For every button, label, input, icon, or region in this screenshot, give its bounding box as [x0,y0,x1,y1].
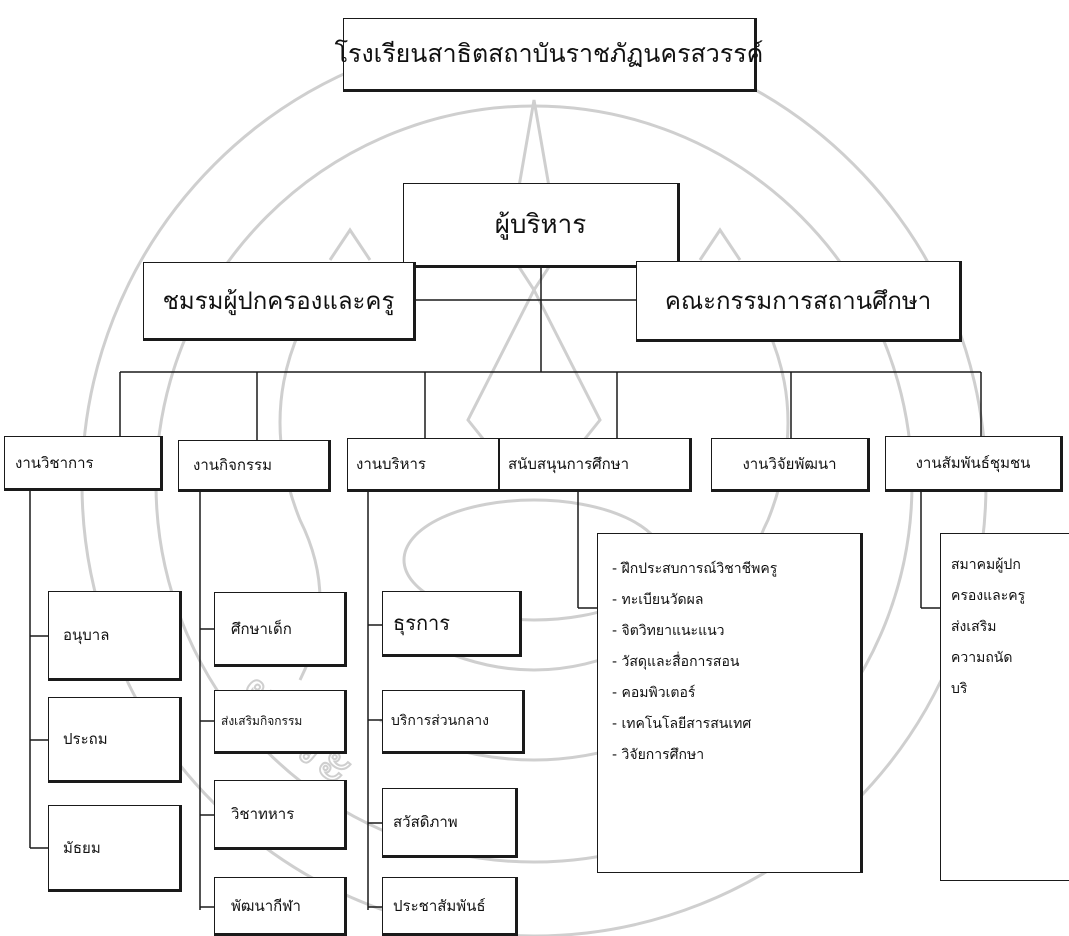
school-committee-label: คณะกรรมการสถานศึกษา [664,287,932,315]
administration-item-label: บริการส่วนกลาง [391,713,489,729]
academic-item-box: มัธยม [48,805,182,892]
academic-item-box: อนุบาล [48,591,182,681]
list-item: สมาคมผู้ปก [951,557,1021,573]
activities-item-box: ส่งเสริมกิจกรรม [214,690,347,754]
executive-label: ผู้บริหาร [494,210,587,240]
list-item: - วิจัยการศึกษา [612,747,705,763]
list-item: ครองและครู [951,588,1026,604]
academic-item-label: ประถม [63,730,108,748]
dept-community-box: งานสัมพันธ์ชุมชน [885,436,1063,492]
executive-box: ผู้บริหาร [403,183,680,268]
list-item: ความถนัด [951,650,1013,666]
school-committee-box: คณะกรรมการสถานศึกษา [636,261,962,342]
education-support-list: - ฝึกประสบการณ์วิชาชีพครู - ทะเบียนวัดผล… [597,533,863,873]
dept-research-box: งานวิจัยพัฒนา [711,438,870,492]
academic-item-box: ประถม [48,697,182,783]
activities-item-box: พัฒนากีฬา [214,877,347,936]
dept-academic-label: งานวิชาการ [15,453,94,472]
activities-item-label: ศึกษาเด็ก [231,619,292,638]
parents-club-box: ชมรมผู้ปกครองและครู [143,262,416,341]
administration-item-box: ประชาสัมพันธ์ [382,877,518,936]
dept-academic-box: งานวิชาการ [4,436,163,491]
dept-education-support-label: สนับสนุนการศึกษา [508,455,630,473]
dept-research-label: งานวิจัยพัฒนา [742,455,837,473]
dept-administration-box: งานบริหาร [347,438,501,492]
list-item: - จิตวิทยาแนะแนว [612,623,725,639]
administration-item-label: สวัสดิภาพ [393,813,458,831]
activities-item-label: พัฒนากีฬา [231,896,301,915]
activities-item-box: วิชาทหาร [214,780,347,850]
administration-item-box: สวัสดิภาพ [382,788,518,858]
activities-item-box: ศึกษาเด็ก [214,592,347,667]
list-item: - คอมพิวเตอร์ [612,685,696,701]
school-title-box: โรงเรียนสาธิตสถาบันราชภัฏนครสวรรค์ [335,18,763,92]
administration-item-label: ประชาสัมพันธ์ [393,896,486,915]
list-item: - วัสดุและสื่อการสอน [612,654,740,670]
dept-community-label: งานสัมพันธ์ชุมชน [915,454,1031,472]
list-item: บริ [951,681,968,697]
dept-activities-label: งานกิจกรรม [193,456,272,474]
list-item: ส่งเสริม [951,619,997,635]
community-list: สมาคมผู้ปก ครองและครู ส่งเสริม ความถนัด … [940,533,1069,881]
activities-item-label: วิชาทหาร [231,805,295,823]
administration-item-label: ธุรการ [393,611,451,635]
list-item: - เทคโนโลยีสารสนเทศ [612,716,752,732]
list-item: - ทะเบียนวัดผล [612,592,704,608]
dept-administration-label: งานบริหาร [356,455,426,473]
academic-item-label: มัธยม [63,838,101,857]
administration-item-box: ธุรการ [382,591,522,657]
academic-item-label: อนุบาล [63,626,110,644]
dept-education-support-box: สนับสนุนการศึกษา [499,438,692,492]
list-item: - ฝึกประสบการณ์วิชาชีพครู [612,561,778,577]
administration-item-box: บริการส่วนกลาง [382,690,525,754]
parents-club-label: ชมรมผู้ปกครองและครู [162,287,395,315]
dept-activities-box: งานกิจกรรม [178,440,331,492]
school-title: โรงเรียนสาธิตสถาบันราชภัฏนครสวรรค์ [334,39,764,68]
activities-item-label: ส่งเสริมกิจกรรม [221,713,303,728]
